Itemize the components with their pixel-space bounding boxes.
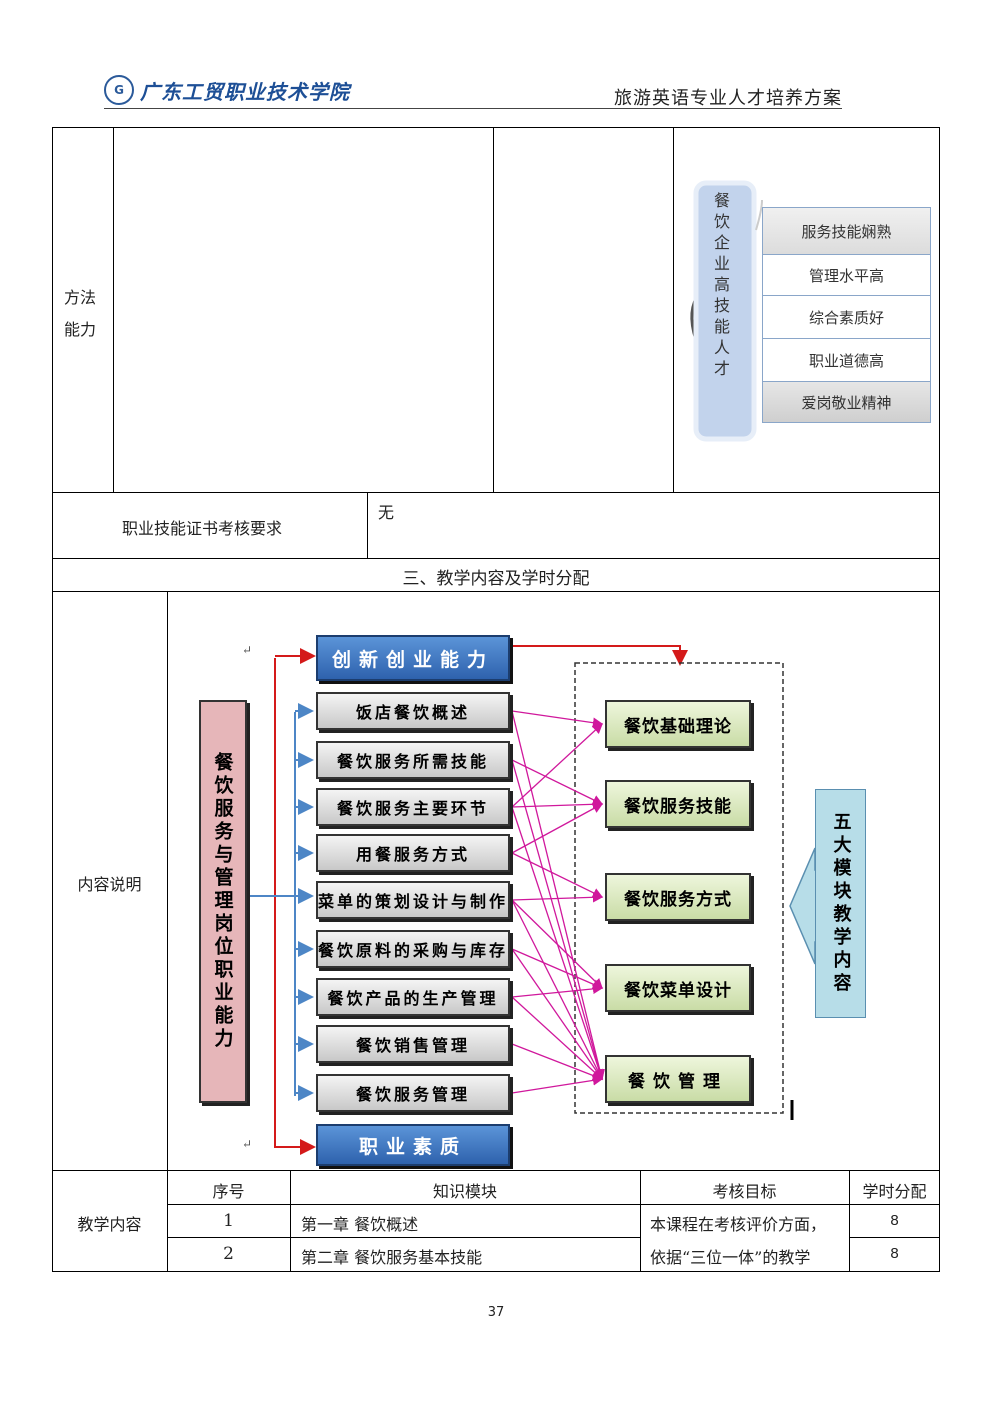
module-box: 餐饮菜单设计	[605, 964, 751, 1012]
talent-item: 服务技能娴熟	[762, 207, 931, 255]
knowledge-box: 饭店餐饮概述	[316, 692, 510, 730]
knowledge-box: 菜单的策划设计与制作	[316, 881, 510, 919]
module-box: 餐饮服务技能	[605, 780, 751, 828]
row-module: 第二章 餐饮服务基本技能	[301, 1248, 483, 1267]
svg-text:↵: ↵	[242, 1137, 252, 1151]
magenta-link-arrow	[511, 948, 603, 1081]
school-name: 广东工贸职业技术学院	[140, 79, 350, 104]
knowledge-box: 餐饮服务管理	[316, 1074, 510, 1112]
row-no: 1	[223, 1211, 234, 1231]
col-header-no: 序号	[212, 1182, 245, 1201]
teaching-content-label: 教学内容	[77, 1215, 142, 1234]
row-hours: 8	[890, 1245, 899, 1262]
magenta-link-arrow	[511, 803, 604, 854]
row-no: 2	[223, 1244, 234, 1264]
magenta-link-arrow	[511, 723, 603, 808]
section-title: 三、教学内容及学时分配	[402, 569, 590, 589]
knowledge-box: 餐饮销售管理	[316, 1025, 510, 1063]
magenta-link-arrow	[511, 983, 604, 998]
five-modules-label: 五大模块教学内容	[830, 811, 852, 996]
talent-list: 服务技能娴熟 管理水平高 综合素质好 职业道德高 爱岗敬业精神	[762, 207, 931, 423]
knowledge-box: 餐饮产品的生产管理	[316, 978, 510, 1016]
knowledge-box: 餐饮原料的采购与库存	[316, 930, 510, 968]
talent-diagram-graphic	[690, 180, 763, 442]
magenta-link-arrow	[511, 710, 605, 1081]
page-number: 37	[487, 1305, 505, 1320]
school-logo: G 广东工贸职业技术学院	[104, 74, 350, 106]
module-box: 餐饮服务方式	[605, 873, 751, 921]
job-competency-pillar: 餐饮服务与管理岗位职业能力	[199, 700, 247, 1103]
talent-item: 综合素质好	[762, 296, 931, 339]
professional-quality-box: 职业素质	[316, 1124, 510, 1166]
assessment-text-line-1: 本课程在考核评价方面，	[650, 1215, 827, 1234]
talent-item: 爱岗敬业精神	[762, 382, 931, 423]
magenta-link-arrow	[511, 806, 605, 1081]
magenta-link-arrow	[511, 1043, 604, 1081]
innovation-ability-box: 创新创业能力	[316, 635, 510, 681]
row-hours: 8	[890, 1212, 899, 1229]
magenta-link-arrow	[511, 899, 603, 989]
magenta-link-arrow	[511, 759, 604, 805]
five-modules-label-box: 五大模块教学内容	[815, 789, 866, 1018]
svg-text:↵: ↵	[242, 643, 252, 657]
header-rule	[104, 108, 842, 109]
row-module: 第一章 餐饮概述	[301, 1215, 419, 1234]
assessment-text-line-2: 依据“三位一体”的教学	[650, 1248, 811, 1267]
talent-item: 职业道德高	[762, 339, 931, 382]
knowledge-box: 餐饮服务主要环节	[316, 788, 510, 826]
module-box: 餐饮管理	[605, 1055, 751, 1103]
col-header-goal: 考核目标	[712, 1182, 777, 1201]
magenta-link-arrow	[511, 852, 604, 898]
magenta-link-arrow	[511, 799, 604, 810]
col-header-hours: 学时分配	[862, 1182, 927, 1201]
col-header-module: 知识模块	[432, 1182, 497, 1201]
cert-requirement-label: 职业技能证书考核要求	[122, 519, 283, 538]
knowledge-box: 餐饮服务所需技能	[316, 741, 510, 779]
magenta-link-arrow	[511, 892, 604, 903]
magenta-link-arrow	[511, 710, 604, 728]
talent-vertical-label: 餐饮企业高技能人才	[711, 192, 730, 381]
school-emblem-icon: G	[104, 75, 134, 105]
magenta-link-arrow	[511, 759, 605, 1081]
cert-requirement-value: 无	[378, 503, 395, 522]
magenta-link-arrow	[511, 996, 603, 1080]
magenta-link-arrow	[511, 948, 604, 990]
content-desc-label: 内容说明	[77, 875, 142, 894]
magenta-link-arrow	[511, 1075, 604, 1094]
talent-item: 管理水平高	[762, 255, 931, 296]
magenta-link-arrow	[511, 899, 603, 1081]
module-box: 餐饮基础理论	[605, 700, 751, 748]
document-title: 旅游英语专业人才培养方案	[614, 88, 842, 109]
knowledge-box: 用餐服务方式	[316, 834, 510, 872]
method-ability-label: 方法 能力	[64, 288, 97, 339]
